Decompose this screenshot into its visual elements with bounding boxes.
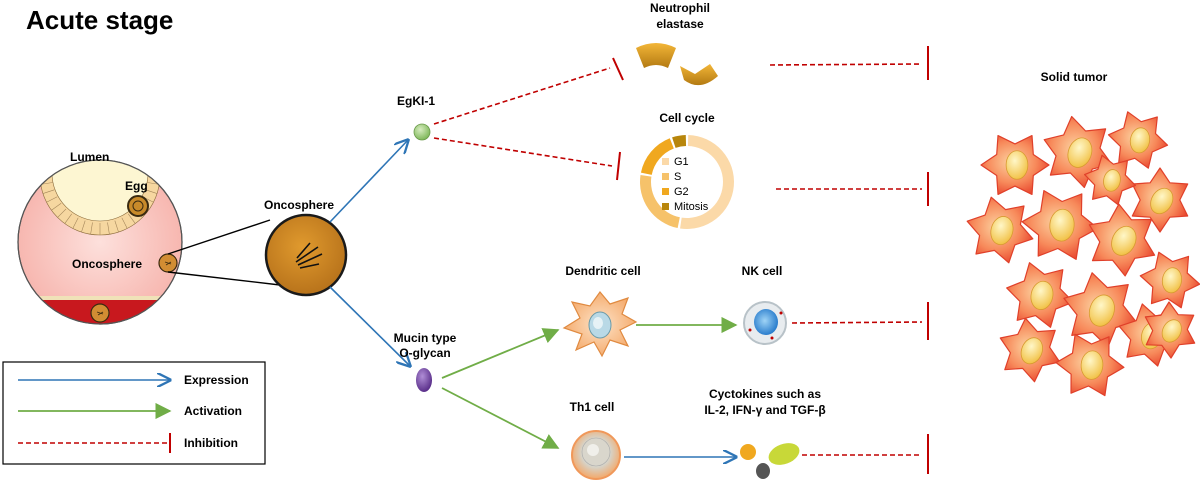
expression-arrow-egki — [329, 140, 408, 223]
dendritic-label: Dendritic cell — [565, 264, 640, 278]
donut-segment-mitosis — [672, 135, 687, 148]
mucin-label-line1: Mucin type — [394, 331, 457, 345]
nk-cell-icon — [743, 301, 787, 345]
cytokines-label-line2: IL-2, IFN-γ and TGF-β — [704, 403, 825, 417]
legend-inhibition-label: Inhibition — [184, 436, 238, 450]
cell-cycle-label: Cell cycle — [659, 111, 715, 125]
inhibition-egki-cellcycle — [433, 137, 613, 167]
inhibition-egki-neutrophil — [433, 67, 611, 125]
cytokines-icon — [740, 443, 800, 479]
inhibition-bar-neutrophil — [612, 57, 624, 81]
tumor-cell-nucleus — [1111, 225, 1137, 256]
legend-swatch-s — [662, 173, 669, 180]
tumor-cell-nucleus — [1129, 127, 1151, 154]
tumor-cell-nucleus — [1161, 267, 1183, 294]
solid-tumor-icon — [966, 111, 1200, 397]
oncosphere-big-icon — [264, 213, 348, 297]
th1-cell-icon — [571, 430, 621, 480]
oncosphere-small-icon — [158, 253, 178, 273]
activation-mucin-th1 — [441, 387, 560, 449]
oncosphere-small-label: Oncosphere — [72, 257, 142, 271]
oncosphere-big-label: Oncosphere — [264, 198, 334, 212]
egg-icon — [127, 195, 149, 217]
title: Acute stage — [26, 5, 173, 35]
mucin-label-line2: O-glycan — [399, 346, 450, 360]
tumor-cell-nucleus — [1080, 350, 1104, 380]
nk-label: NK cell — [742, 264, 783, 278]
legend-swatch-g2 — [662, 188, 669, 195]
tumor-cell-nucleus — [1005, 150, 1029, 180]
tumor-cell-nucleus — [1049, 208, 1075, 242]
inhibition-neutrophil-tumor — [769, 63, 923, 66]
legend-swatch-g1 — [662, 158, 669, 165]
legend-mitosis: Mitosis — [674, 201, 709, 213]
neutrophil-elastase-icon — [636, 43, 718, 86]
tumor-cell-nucleus — [1067, 137, 1093, 168]
inhibition-nk-tumor — [791, 321, 923, 324]
egki-label: EgKI-1 — [397, 94, 435, 108]
cell-cycle-legend: G1 S G2 Mitosis — [662, 156, 709, 213]
legend-activation-label: Activation — [184, 404, 242, 418]
tumor-cell-nucleus — [1020, 337, 1044, 365]
cell-cycle-donut — [640, 135, 735, 229]
tumor-cell-nucleus — [1030, 280, 1054, 310]
egg-label: Egg — [125, 179, 148, 193]
legend-g1: G1 — [674, 156, 689, 168]
cytokines-label-line1: Cyctokines such as — [709, 387, 821, 401]
zoom-line-top — [167, 219, 271, 255]
donut-segment-s — [640, 175, 680, 229]
solid-tumor-label: Solid tumor — [1041, 70, 1108, 84]
th1-label: Th1 cell — [570, 400, 615, 414]
tumor-cell-nucleus — [990, 216, 1014, 245]
tumor-cell-nucleus — [1088, 294, 1115, 327]
legend-box — [2, 361, 266, 465]
expression-arrow-mucin — [329, 286, 410, 366]
neutrophil-label-line2: elastase — [656, 17, 704, 31]
oncosphere-in-vessel-icon — [90, 303, 110, 323]
activation-mucin-dendritic — [441, 328, 560, 379]
mucin-molecule-icon — [416, 368, 432, 392]
legend-g2: G2 — [674, 186, 689, 198]
tumor-cell-nucleus — [1103, 169, 1121, 192]
zoom-line-bottom — [167, 271, 281, 286]
donut-segment-g1 — [680, 135, 735, 229]
legend-s: S — [674, 171, 681, 183]
inhibition-bar-cellcycle — [616, 151, 621, 181]
donut-segment-g2 — [640, 138, 674, 175]
egki-molecule-icon — [413, 123, 431, 141]
legend-swatch-mitosis — [662, 203, 669, 210]
tumor-cell-nucleus — [1161, 319, 1182, 343]
neutrophil-label-line1: Neutrophil — [650, 1, 710, 15]
lumen-label: Lumen — [70, 150, 109, 164]
dendritic-cell-icon — [562, 291, 638, 358]
legend-expression-label: Expression — [184, 373, 249, 387]
tumor-cell-nucleus — [1150, 187, 1174, 215]
